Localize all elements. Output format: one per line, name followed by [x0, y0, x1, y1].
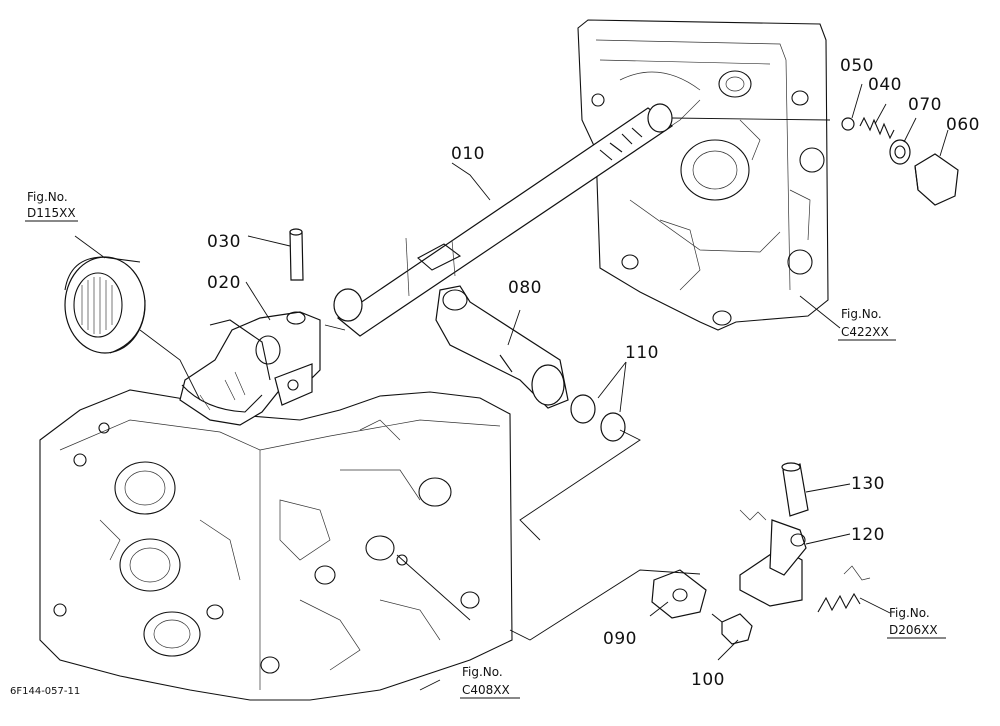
fig-ref-d206-code: D206XX	[889, 623, 938, 637]
part-label-120: 120	[851, 525, 885, 545]
lever-assembly	[651, 462, 871, 645]
part-label-040: 040	[868, 75, 902, 95]
fig-ref-d206-caption: Fig.No.	[889, 606, 930, 620]
figure-refs: Fig.No. D115XX Fig.No. C422XX Fig.No. C4…	[25, 190, 946, 699]
pin-030	[289, 228, 304, 281]
o-rings-110	[570, 394, 626, 442]
part-label-080: 080	[508, 278, 542, 298]
part-label-010: 010	[451, 144, 485, 164]
fig-ref-d115-code: D115XX	[27, 206, 76, 220]
shift-arm-080	[435, 285, 569, 409]
part-label-110: 110	[625, 343, 659, 363]
drawing-code: 6F144-057-11	[10, 686, 80, 697]
fig-ref-c422-caption: Fig.No.	[841, 307, 882, 321]
part-labels: 010 020 030 040 050 060 070 080 090 100 …	[207, 56, 980, 690]
fig-ref-d115-caption: Fig.No.	[27, 190, 68, 204]
part-label-050: 050	[840, 56, 874, 76]
rear-housing-c422	[577, 19, 829, 331]
collar-d115	[64, 256, 146, 354]
shift-fork-020	[179, 311, 321, 426]
part-label-020: 020	[207, 273, 241, 293]
shift-rod-010	[333, 103, 674, 337]
part-label-030: 030	[207, 232, 241, 252]
part-label-090: 090	[603, 629, 637, 649]
leader-lines	[74, 83, 949, 691]
part-label-070: 070	[908, 95, 942, 115]
detent-assembly	[841, 116, 959, 206]
fig-ref-c408-caption: Fig.No.	[462, 665, 503, 679]
part-label-100: 100	[691, 670, 725, 690]
fig-ref-c408-code: C408XX	[462, 683, 510, 697]
part-label-060: 060	[946, 115, 980, 135]
front-housing-c408	[39, 389, 513, 701]
part-label-130: 130	[851, 474, 885, 494]
fig-ref-c422-code: C422XX	[841, 325, 889, 339]
